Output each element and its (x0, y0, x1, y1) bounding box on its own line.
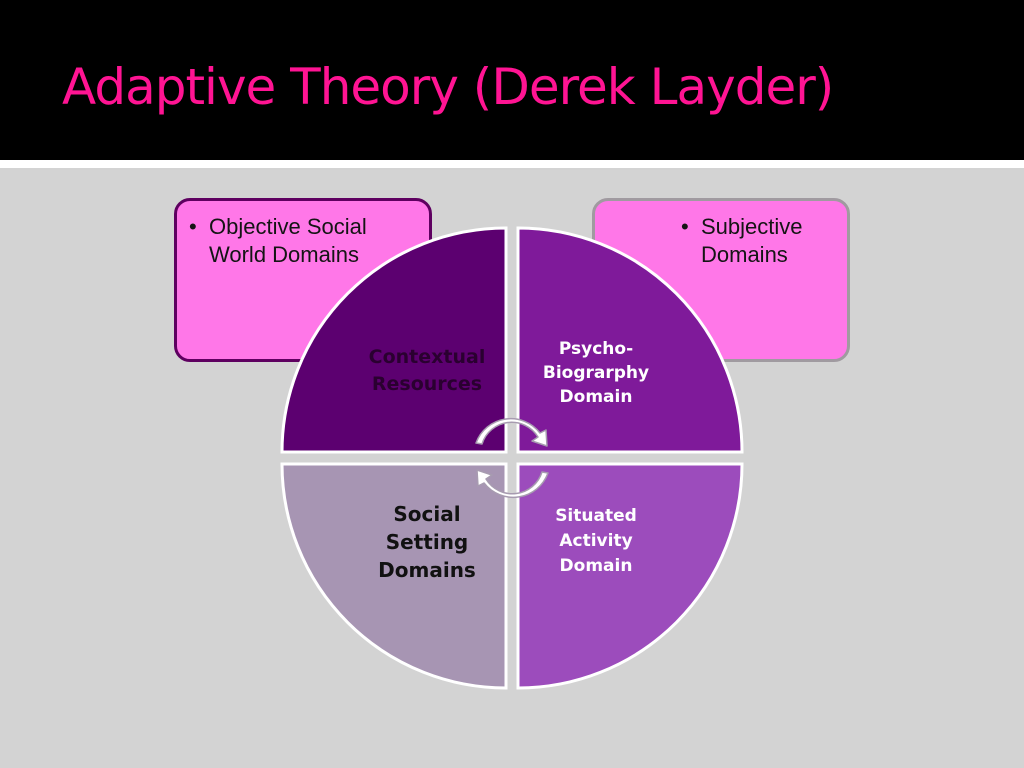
subjective-bullet-item: Subjective Domains (681, 213, 841, 269)
quadrant-top-right (516, 226, 744, 454)
cycle-arrows-icon (475, 417, 549, 499)
header-divider (0, 160, 1024, 168)
quadrant-bottom-right (516, 462, 744, 690)
slide-title: Adaptive Theory (Derek Layder) (62, 58, 834, 116)
psycho-biography-label: Psycho-Biograrphy Domain (542, 339, 650, 407)
situated-activity-label: Situated Activity Domain (555, 506, 637, 576)
objective-bullet-list: Objective Social World Domains (189, 213, 399, 269)
quadrant-bottom-left (280, 462, 508, 690)
title-bar: Adaptive Theory (Derek Layder) (0, 0, 1024, 160)
objective-bullet-item: Objective Social World Domains (189, 213, 399, 269)
social-setting-label: Social Setting Domains (378, 502, 476, 582)
quadrant-top-left (280, 226, 508, 454)
subjective-bullet-list: Subjective Domains (681, 213, 841, 269)
contextual-resources-label: Contextual Resources (368, 346, 486, 395)
